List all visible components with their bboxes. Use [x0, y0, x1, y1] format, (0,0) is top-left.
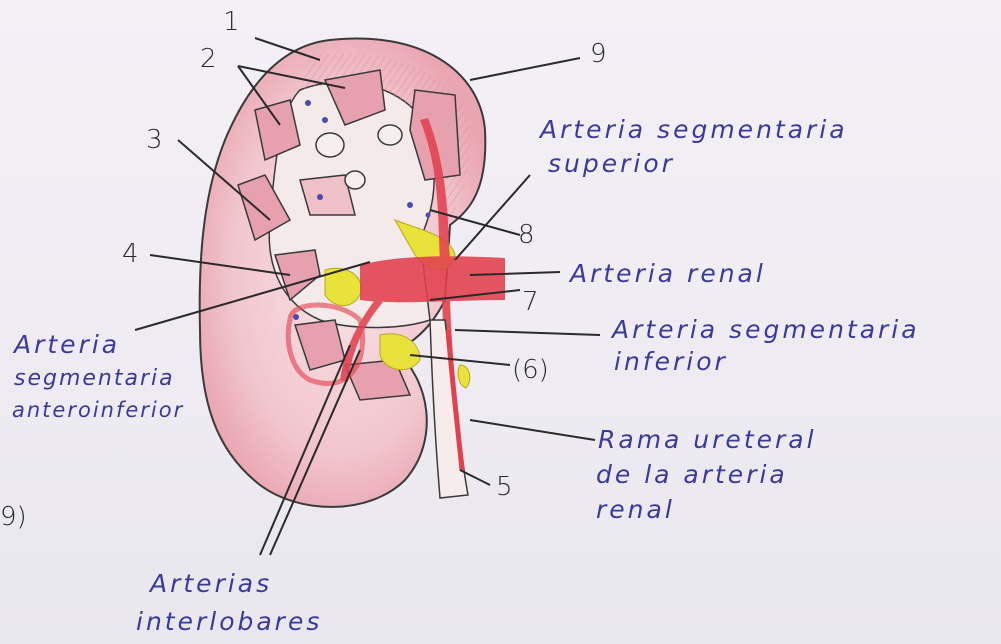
renal-artery: [360, 256, 505, 302]
label-number-7: 7: [522, 287, 539, 317]
label-number-6: (6): [512, 355, 549, 385]
label-arteria-segmentaria-inferior-2: inferior: [614, 347, 728, 376]
calyx-3: [378, 125, 402, 145]
label-anteroinferior-1: Arteria: [12, 330, 120, 359]
label-arteria-segmentaria-superior-1: Arteria segmentaria: [538, 115, 848, 144]
calyx-2: [345, 171, 365, 189]
label-number-4: 4: [122, 239, 139, 269]
label-arteria-segmentaria-superior-2: superior: [548, 149, 675, 178]
page-number: 9): [0, 502, 27, 532]
calyx-1: [316, 133, 344, 157]
label-rama-ureteral-1: Rama ureteral: [598, 425, 817, 454]
label-number-1: 1: [223, 7, 240, 37]
fat-right-low: [458, 365, 470, 388]
label-number-9: 9: [590, 39, 607, 69]
label-anteroinferior-2: segmentaria: [14, 366, 175, 391]
label-rama-ureteral-2: de la arteria: [596, 460, 788, 489]
label-arteria-segmentaria-inferior-1: Arteria segmentaria: [610, 315, 920, 344]
label-number-8: 8: [518, 220, 535, 250]
label-rama-ureteral-3: renal: [596, 495, 675, 524]
label-number-5: 5: [496, 472, 513, 502]
label-arterias-interlobares-1: Arterias: [148, 569, 272, 598]
label-anteroinferior-3: anteroinferior: [12, 398, 184, 422]
label-number-3: 3: [146, 125, 163, 155]
label-arterias-interlobares-2: interlobares: [136, 607, 322, 636]
label-arteria-renal: Arteria renal: [568, 259, 766, 288]
label-number-2: 2: [200, 44, 217, 74]
